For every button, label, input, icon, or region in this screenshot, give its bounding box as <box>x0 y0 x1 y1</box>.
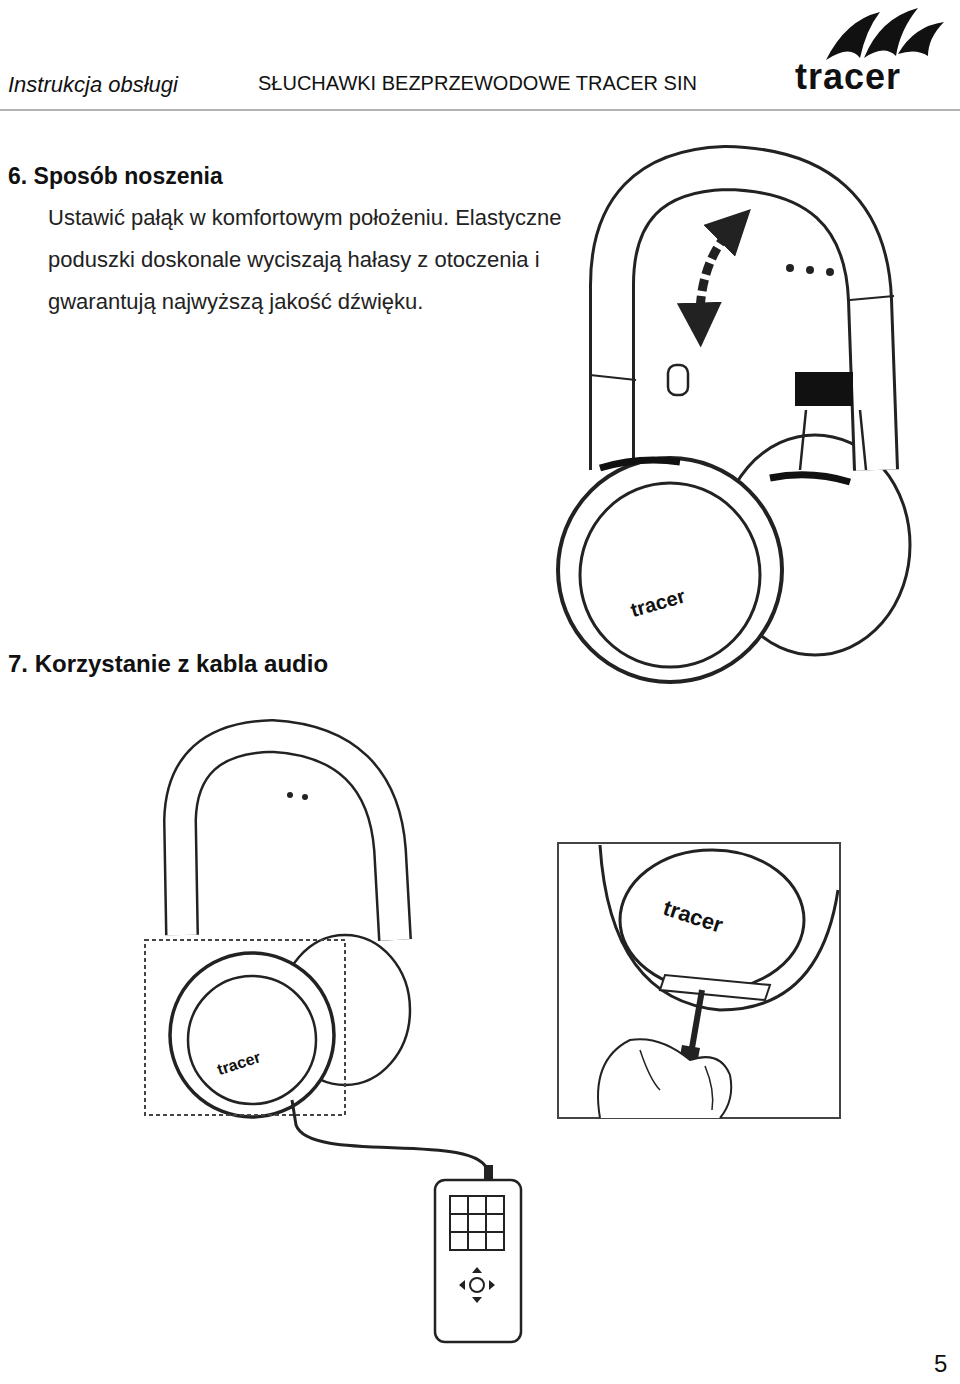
jack-closeup <box>558 843 840 1118</box>
logo-swoosh <box>826 8 944 60</box>
body-paragraph: Ustawić pałąk w komfortowym położeniu. E… <box>48 197 578 323</box>
headphones-figure-1 <box>558 168 910 682</box>
page-number: 5 <box>934 1350 947 1378</box>
section-heading: 7. Korzystanie z kabla audio <box>8 650 328 678</box>
headphones-figure-2 <box>145 736 521 1342</box>
product-name: SŁUCHAWKI BEZPRZEWODOWE TRACER SIN <box>258 72 697 95</box>
brand-logo: tracer <box>795 56 901 98</box>
header-rule <box>0 109 960 111</box>
section-heading: 6. Sposób noszenia <box>8 163 223 190</box>
manual-title: Instrukcja obsługi <box>8 72 178 98</box>
